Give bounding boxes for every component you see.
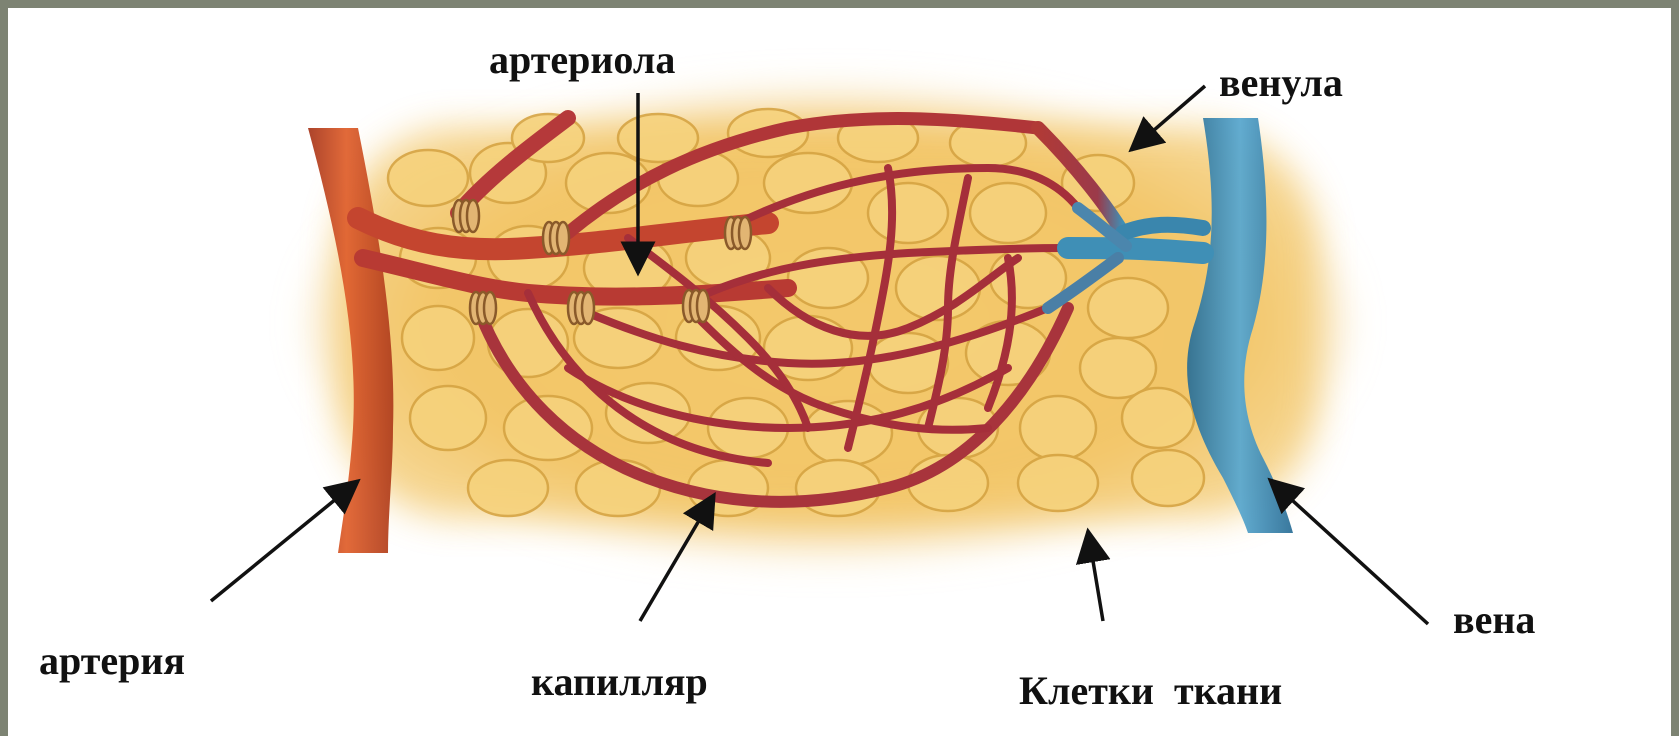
arrow-vena xyxy=(1270,480,1428,624)
tissue-cell xyxy=(970,183,1046,243)
tissue-cell xyxy=(402,306,474,370)
label-kapillyar: капилляр xyxy=(531,662,708,702)
label-arteriola: артериола xyxy=(489,40,675,80)
microcirculation-diagram xyxy=(8,8,1671,736)
tissue-cell xyxy=(388,150,468,206)
tissue-cell xyxy=(1122,388,1194,448)
tissue-cell xyxy=(468,460,548,516)
label-arteria: артерия xyxy=(39,641,185,681)
tissue-cell xyxy=(1020,396,1096,460)
precapillary-sphincter xyxy=(725,217,751,249)
precapillary-sphincter xyxy=(470,292,496,324)
precapillary-sphincter xyxy=(543,222,569,254)
label-kletki-tkani: Клетки ткани xyxy=(1019,671,1282,711)
arrow-kletki xyxy=(1088,531,1103,621)
diagram-frame: артериола венула артерия капилляр Клетки… xyxy=(8,8,1671,736)
precapillary-sphincter xyxy=(568,292,594,324)
precapillary-sphincter xyxy=(453,200,479,232)
tissue-cell xyxy=(1088,278,1168,338)
tissue-cell xyxy=(868,183,948,243)
label-venula: венула xyxy=(1219,63,1343,103)
tissue-cell xyxy=(410,386,486,450)
precapillary-sphincter xyxy=(683,290,709,322)
tissue-cell xyxy=(504,396,592,460)
arrow-arteria xyxy=(211,481,358,601)
tissue-cell xyxy=(1132,450,1204,506)
tissue-cell xyxy=(1018,455,1098,511)
label-vena: вена xyxy=(1453,600,1535,640)
